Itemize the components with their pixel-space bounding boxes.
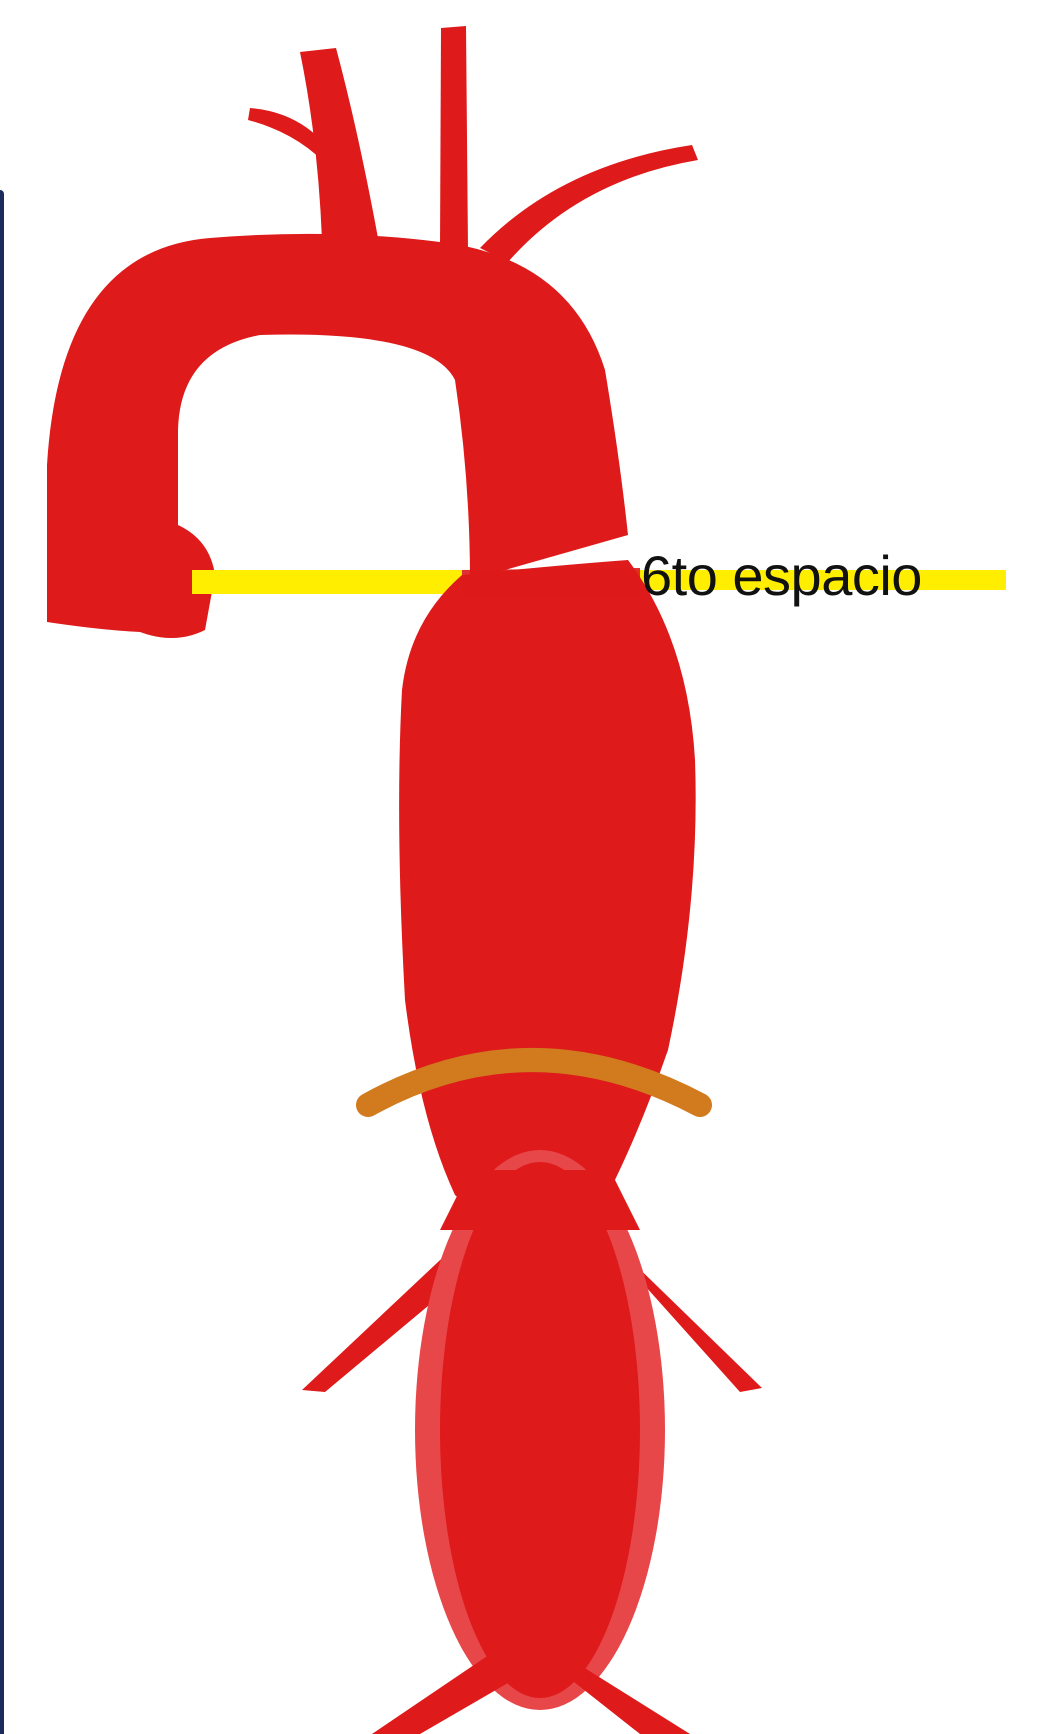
- supra-aortic-branches: [248, 26, 698, 262]
- descending-aorta: [399, 560, 696, 1250]
- left-subclavian-branch: [480, 145, 698, 262]
- abdominal-aneurysm: [440, 1162, 640, 1698]
- left-common-carotid: [440, 26, 468, 250]
- marker-line-left: [192, 570, 462, 594]
- vessel-overlap: [462, 568, 640, 596]
- sixth-space-label: 6to espacio: [641, 548, 922, 604]
- aneurysm-neck: [440, 1170, 640, 1230]
